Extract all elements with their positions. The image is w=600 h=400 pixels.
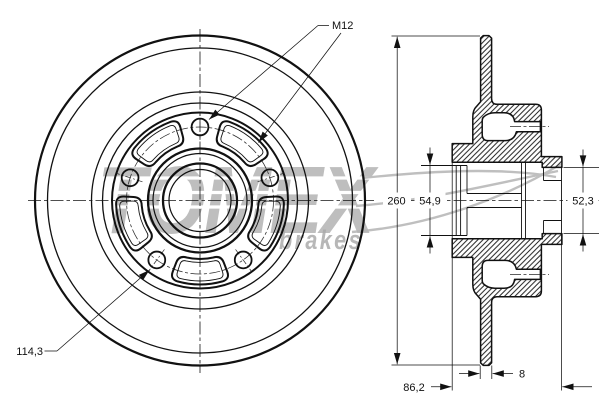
hub-recess-inner-edge bbox=[176, 260, 224, 282]
bolt-circle-leader bbox=[56, 269, 150, 352]
hub-recess-inner-edge bbox=[119, 200, 149, 246]
disc-thickness-label: 8 bbox=[519, 369, 525, 381]
watermark-tagline: brakes bbox=[279, 225, 363, 255]
hub-recess bbox=[247, 195, 285, 252]
wheel-bolt-hole bbox=[260, 168, 280, 188]
outer-diameter-label: 260 bbox=[387, 196, 405, 208]
bolt-circle-diameter-label: 114,3 bbox=[16, 346, 43, 358]
front-view-drawing: M12 114,3 bbox=[16, 20, 374, 373]
pilot-diameter-label: 54,9 bbox=[419, 196, 440, 208]
wheel-bolt-hole bbox=[120, 168, 140, 188]
wheel-bolt-hole bbox=[233, 250, 253, 270]
disc-outer-edge bbox=[33, 34, 367, 367]
hub-height-label: 86,2 bbox=[403, 382, 424, 394]
hub-recess bbox=[171, 255, 229, 286]
hub-recess-inner-edge bbox=[251, 200, 281, 246]
m12-leader bbox=[208, 25, 319, 120]
hat-edge-circle bbox=[111, 111, 289, 290]
hub-recess bbox=[131, 120, 185, 168]
hub-recess bbox=[215, 120, 269, 168]
wheel-bolt-hole bbox=[190, 117, 210, 137]
sleeve-diameter-label: 52,3 bbox=[572, 196, 593, 208]
disc-circles bbox=[33, 34, 367, 367]
m12-thread-label: M12 bbox=[332, 20, 353, 32]
center-bore-circle bbox=[161, 162, 239, 239]
section-view-drawing: 260 54,9 52,3 8 86,2 bbox=[383, 34, 600, 394]
leader-lines bbox=[44, 25, 342, 352]
label-backgrounds bbox=[383, 192, 599, 209]
hub-face-circle bbox=[146, 147, 254, 254]
wheel-bolt-hole bbox=[147, 250, 167, 270]
section-detail-lines bbox=[421, 126, 599, 201]
hub-recess bbox=[115, 195, 153, 252]
hub-recess-inner-edge bbox=[220, 125, 264, 163]
recess-leader bbox=[258, 32, 342, 143]
hub-recess-inner-edge bbox=[136, 125, 180, 163]
